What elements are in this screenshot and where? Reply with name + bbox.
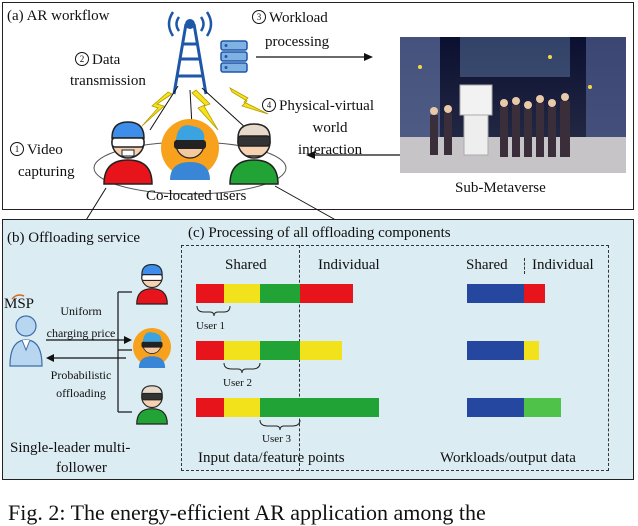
bar-output-blue [467, 341, 524, 360]
server-icon [220, 40, 248, 73]
panel-c-label: (c) Processing of all offloading compone… [188, 225, 451, 241]
step1-capturing-label: capturing [18, 164, 75, 180]
lightning-icon [229, 87, 269, 115]
bar-output-yellow [524, 341, 539, 360]
input-data-label: Input data/feature points [198, 450, 345, 466]
bar-shared-yellow [224, 398, 260, 417]
follower-avatar-icon [136, 385, 168, 425]
msp-label: MSP [4, 296, 35, 312]
right-label-divider [524, 258, 525, 274]
bar-shared-green [260, 398, 300, 417]
bar-shared-green [260, 284, 300, 303]
bar-individual-red [300, 284, 353, 303]
user-avatar-icon [103, 121, 153, 185]
follower-avatar-icon [136, 263, 168, 305]
shared-left-label: Shared [225, 257, 267, 273]
figure-caption: Fig. 2: The energy-efficient AR applicat… [8, 500, 486, 525]
user-avatar-icon [161, 119, 219, 180]
game-label-line1: Single-leader multi- [10, 440, 131, 456]
user2-label: User 2 [223, 377, 253, 389]
step4-world-label: world [312, 120, 348, 136]
bar-individual-yellow [300, 341, 342, 360]
bar-output-green [524, 398, 561, 417]
bar-output-red [524, 284, 545, 303]
colocated-users-label: Co-located users [146, 188, 247, 204]
individual-right-label: Individual [532, 257, 594, 273]
offloading-label: offloading [56, 386, 106, 400]
probabilistic-label: Probabilistic [50, 368, 112, 382]
panel-a-label: (a) AR workflow [7, 8, 110, 24]
cell-tower-icon [167, 11, 213, 95]
step2-transmission-label: transmission [70, 73, 146, 89]
bar-shared-yellow [224, 284, 260, 303]
bar-output-blue [467, 284, 524, 303]
bar-shared-red [196, 341, 224, 360]
msp-person-icon [9, 315, 43, 367]
panel-c-dashed-box [181, 245, 609, 471]
bar-shared-red [196, 284, 224, 303]
bar-individual-green [300, 398, 379, 417]
submetaverse-image [400, 37, 626, 173]
bar-shared-yellow [224, 341, 260, 360]
arrow-to-users [306, 151, 400, 159]
step3-processing-label: processing [265, 34, 330, 50]
panel-b-offloading-service [2, 219, 634, 480]
user3-label: User 3 [262, 433, 292, 445]
shared-right-label: Shared [466, 257, 508, 273]
lightning-icon [141, 91, 173, 127]
individual-left-label: Individual [318, 257, 380, 273]
lightning-icon [191, 89, 219, 131]
panel-b-label: (b) Offloading service [7, 230, 141, 246]
submetaverse-label: Sub-Metaverse [455, 180, 546, 196]
arrow-to-metaverse [256, 53, 373, 61]
bar-output-blue [467, 398, 524, 417]
bar-shared-red [196, 398, 224, 417]
msp-mark [11, 294, 25, 300]
uniform-label: Uniform [60, 304, 102, 318]
charging-price-label: charging price [46, 326, 116, 340]
game-label-line2: follower [56, 460, 107, 476]
bar-shared-green [260, 341, 300, 360]
follower-avatar-icon [132, 327, 172, 368]
output-data-label: Workloads/output data [440, 450, 576, 466]
user-avatar-icon [229, 123, 279, 185]
user1-label: User 1 [196, 320, 226, 332]
